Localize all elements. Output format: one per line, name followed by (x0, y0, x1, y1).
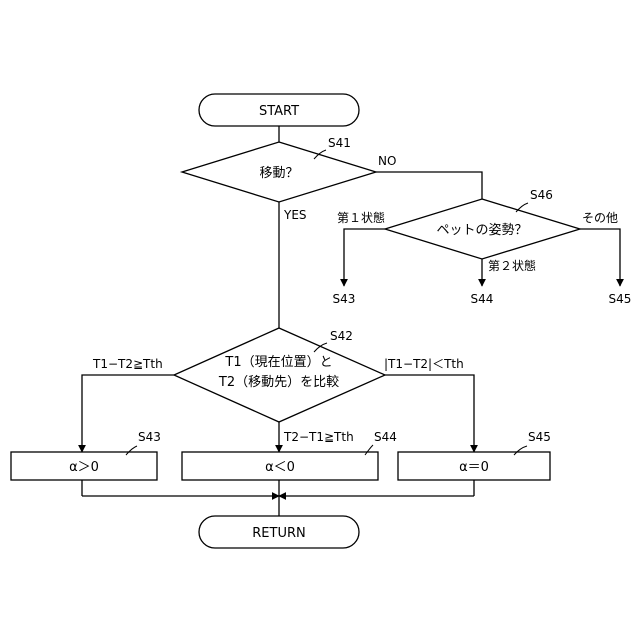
compare-branch-left-label: T1−T2≧Tth (92, 357, 163, 371)
step-label-s45: S45 (528, 430, 551, 444)
step-label-s41: S41 (328, 136, 351, 150)
connector-pet-right (580, 229, 620, 286)
start-terminal: START (199, 94, 359, 126)
start-label: START (259, 104, 299, 119)
connector-pet-left (344, 229, 385, 286)
step-label-s42: S42 (330, 329, 353, 343)
compare-branch-middle-label: T2−T1≧Tth (283, 430, 354, 444)
no-label: NO (378, 154, 396, 168)
decision-compare-line2: T2（移動先）を比較 (218, 375, 339, 390)
pet-branch-left-label: 第１状態 (337, 210, 385, 225)
connector-compare-right (385, 375, 474, 452)
process-alpha-zero: α＝0 (398, 452, 550, 480)
process-alpha-negative: α＜0 (182, 452, 378, 480)
process-middle-text: α＜0 (265, 460, 295, 475)
return-terminal: RETURN (199, 516, 359, 548)
process-alpha-positive: α＞0 (11, 452, 157, 480)
decision-pet-text: ペットの姿勢？ (436, 222, 527, 238)
compare-branch-right-label: |T1−T2|＜Tth (384, 357, 464, 371)
yes-label: YES (283, 208, 307, 222)
return-label: RETURN (252, 526, 305, 541)
process-right-text: α＝0 (459, 460, 489, 475)
decision-compare-line1: T1（現在位置）と (224, 355, 332, 370)
decision-compare: T1（現在位置）と T2（移動先）を比較 (174, 328, 385, 422)
decision-pet-posture: ペットの姿勢？ (385, 199, 580, 259)
pet-branch-right-label: その他 (582, 211, 618, 225)
step-label-s44: S44 (374, 430, 397, 444)
pet-target-right: S45 (609, 292, 632, 306)
pet-target-left: S43 (333, 292, 356, 306)
pet-target-middle: S44 (471, 292, 494, 306)
decision-move-text: 移動？ (259, 166, 298, 181)
connector-no-branch (376, 172, 482, 199)
step-label-s43: S43 (138, 430, 161, 444)
step-label-s46: S46 (530, 188, 553, 202)
process-left-text: α＞0 (69, 460, 99, 475)
pet-branch-middle-label: 第２状態 (488, 258, 536, 273)
decision-move: 移動？ (182, 142, 376, 202)
